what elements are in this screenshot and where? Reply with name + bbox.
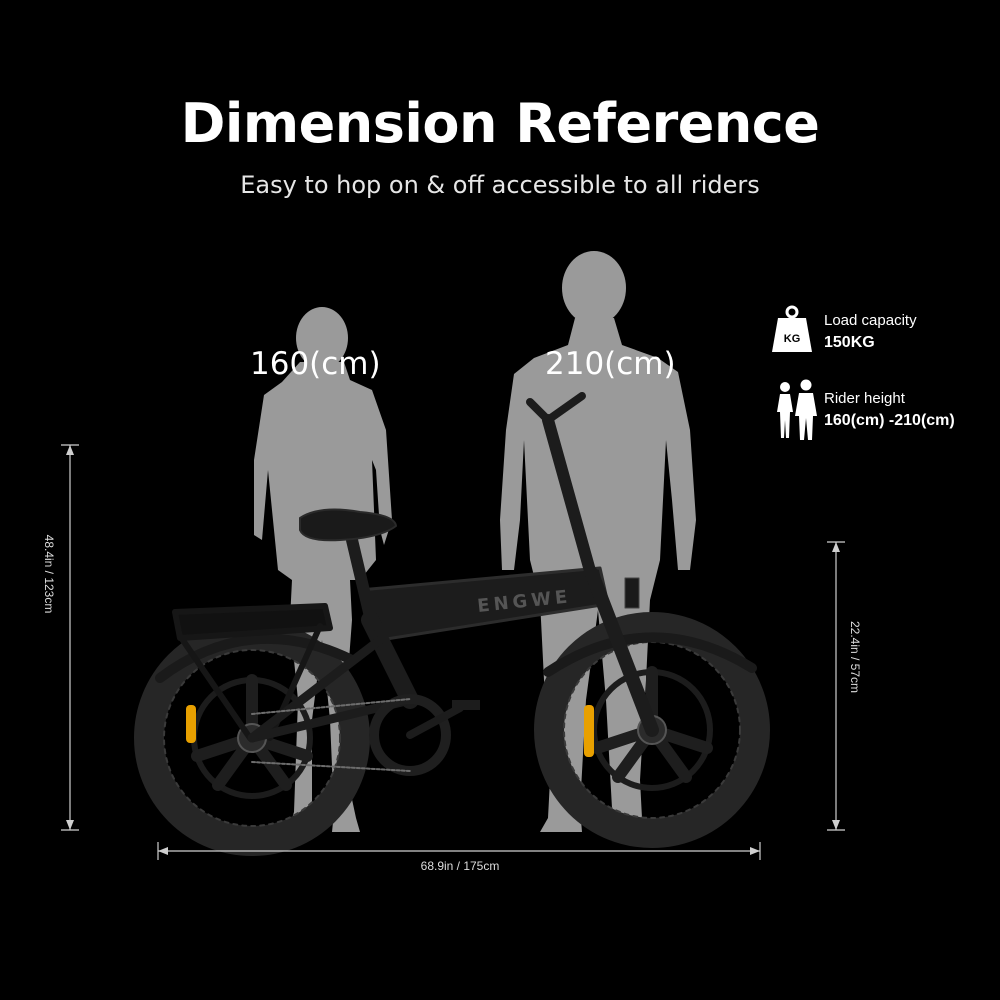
riders-icon bbox=[777, 379, 817, 440]
rider-height-label: Rider height bbox=[824, 390, 905, 407]
load-capacity-value: 150KG bbox=[824, 334, 875, 351]
length-label: 68.9in / 175cm bbox=[420, 859, 500, 873]
headlight bbox=[624, 577, 640, 609]
svg-text:KG: KG bbox=[784, 333, 801, 345]
total-height-label: 48.4in / 123cm bbox=[42, 534, 56, 614]
weight-kg-icon: KG bbox=[772, 305, 812, 352]
dimension-lines bbox=[61, 444, 845, 860]
tall-rider-height-label: 210(cm) bbox=[545, 346, 676, 382]
ebike-illustration: ENGWE bbox=[134, 392, 770, 856]
rider-height-value: 160(cm) -210(cm) bbox=[824, 412, 955, 429]
page-title: Dimension Reference bbox=[180, 92, 820, 155]
load-capacity-label: Load capacity bbox=[824, 312, 917, 329]
short-rider-silhouette bbox=[254, 307, 392, 832]
short-rider-height-label: 160(cm) bbox=[250, 346, 381, 382]
wheel-height-label: 22.4in / 57cm bbox=[848, 620, 862, 694]
front-reflector bbox=[584, 705, 594, 757]
rear-reflector bbox=[186, 705, 196, 743]
page-subtitle: Easy to hop on & off accessible to all r… bbox=[240, 171, 760, 199]
